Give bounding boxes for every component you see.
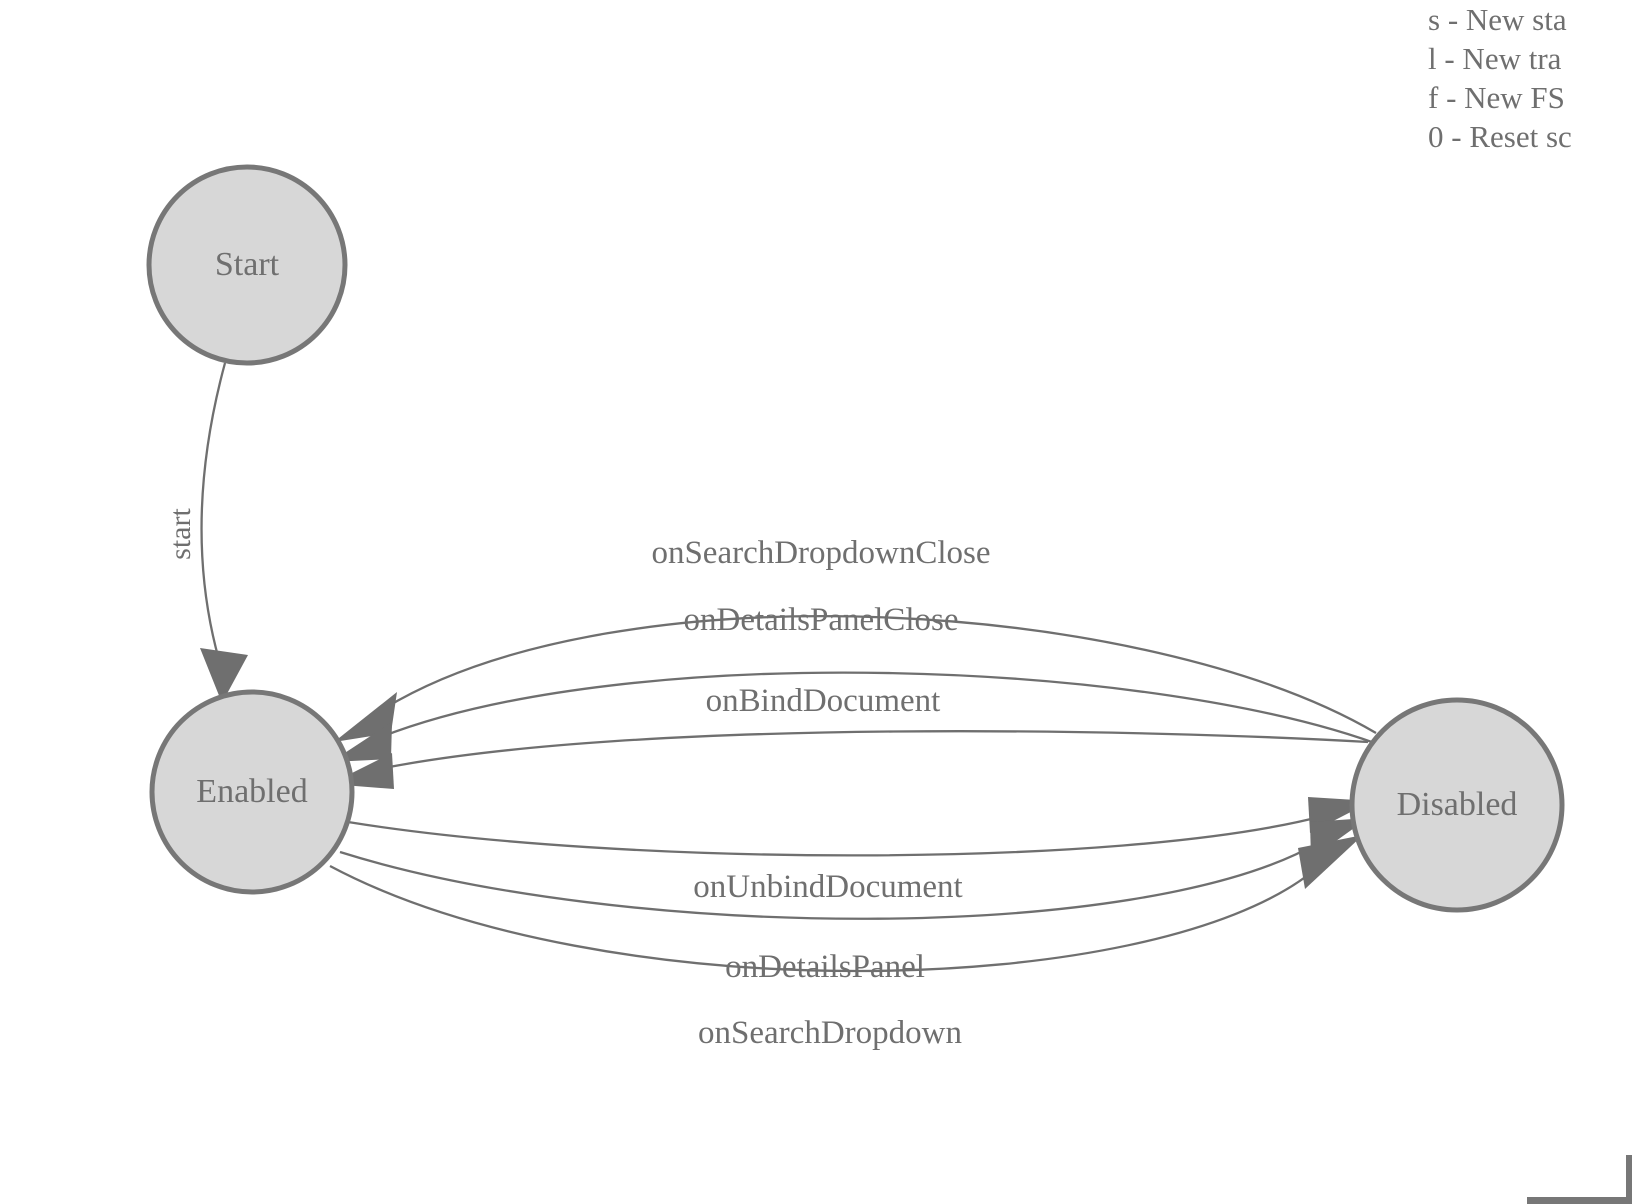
- transition-start-arrowhead: [200, 648, 248, 703]
- state-node-disabled-label: Disabled: [1397, 786, 1518, 823]
- transition-label-on-details-panel-close: onDetailsPanelClose: [684, 602, 959, 638]
- help-line-new-fsm: f - New FS: [1428, 80, 1565, 115]
- state-node-start[interactable]: Start: [146, 164, 348, 366]
- keyboard-shortcuts-help: s - New sta l - New tra f - New FS 0 - R…: [1428, 0, 1632, 156]
- transition-label-on-unbind-document: onUnbindDocument: [693, 869, 962, 905]
- transition-on-search-dropdown-path[interactable]: [329, 864, 1313, 973]
- state-node-enabled[interactable]: Enabled: [149, 689, 355, 895]
- transition-label-on-search-dropdown-close: onSearchDropdownClose: [651, 535, 990, 571]
- transition-on-search-dropdown-close-path[interactable]: [384, 615, 1377, 734]
- state-node-enabled-circle[interactable]: [149, 689, 355, 895]
- state-node-disabled-circle[interactable]: [1349, 697, 1565, 913]
- transition-label-start: start: [164, 508, 197, 560]
- transition-on-bind-document-path[interactable]: [378, 730, 1369, 771]
- transition-label-on-search-dropdown: onSearchDropdown: [698, 1015, 962, 1051]
- transition-on-details-panel-path[interactable]: [339, 842, 1319, 920]
- help-line-reset-scale: 0 - Reset sc: [1428, 119, 1572, 154]
- vertical-scrollbar[interactable]: [1626, 1155, 1632, 1204]
- transition-on-unbind-document-path[interactable]: [347, 814, 1324, 857]
- transition-label-on-details-panel: onDetailsPanel: [725, 949, 925, 985]
- state-node-disabled[interactable]: Disabled: [1349, 697, 1565, 913]
- state-node-start-label: Start: [215, 246, 280, 283]
- state-node-enabled-label: Enabled: [196, 773, 307, 810]
- transition-label-on-bind-document: onBindDocument: [706, 683, 941, 719]
- help-line-new-transition: l - New tra: [1428, 41, 1562, 76]
- transition-start-path[interactable]: [200, 362, 227, 661]
- transition-on-unbind-document[interactable]: [347, 797, 1372, 857]
- transition-on-bind-document[interactable]: [330, 730, 1369, 789]
- transition-start[interactable]: [200, 362, 248, 703]
- transition-on-details-panel-close-path[interactable]: [380, 671, 1389, 750]
- state-node-start-circle[interactable]: [146, 164, 348, 366]
- transition-on-search-dropdown[interactable]: [329, 835, 1363, 973]
- horizontal-scrollbar[interactable]: [1527, 1197, 1631, 1204]
- transition-on-search-dropdown-arrowhead: [1298, 835, 1363, 889]
- help-line-new-state: s - New sta: [1428, 2, 1567, 37]
